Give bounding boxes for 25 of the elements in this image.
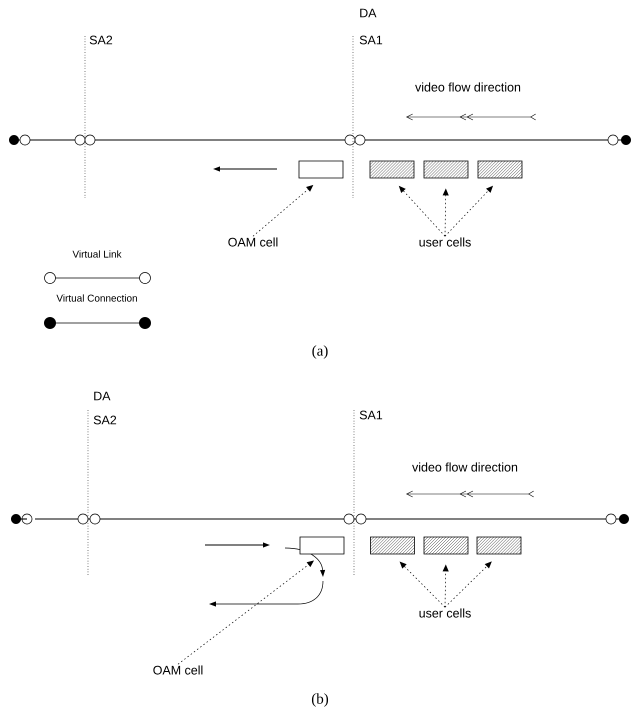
caption: (b)	[312, 693, 328, 707]
label: video flow direction	[415, 82, 520, 92]
hatched-cell-box	[424, 160, 468, 178]
hatched-cell-box	[370, 536, 415, 554]
label: SA1	[360, 410, 382, 420]
callout-label: OAM cell	[228, 237, 278, 247]
caption: (a)	[312, 345, 328, 359]
hatched-cell-box	[424, 536, 468, 554]
label: video flow direction	[412, 462, 518, 472]
hatched-cell-box	[478, 160, 522, 178]
cell-box	[300, 536, 344, 554]
legend-label: Virtual Link	[72, 250, 122, 258]
leader-line	[400, 562, 446, 608]
legend-label: Virtual Connection	[56, 294, 137, 302]
label: DA	[360, 8, 376, 18]
label: DA	[94, 392, 110, 400]
label: SA2	[94, 416, 116, 424]
callout-label: user cells	[420, 237, 471, 247]
callout-label: user cells	[420, 608, 471, 618]
cell-box	[298, 160, 344, 178]
hatched-cell-box	[476, 536, 522, 554]
callout-label: OAM cell	[153, 665, 202, 675]
label: SA2	[90, 36, 112, 44]
label: SA1	[360, 36, 382, 44]
hatched-cell-box	[370, 160, 414, 178]
